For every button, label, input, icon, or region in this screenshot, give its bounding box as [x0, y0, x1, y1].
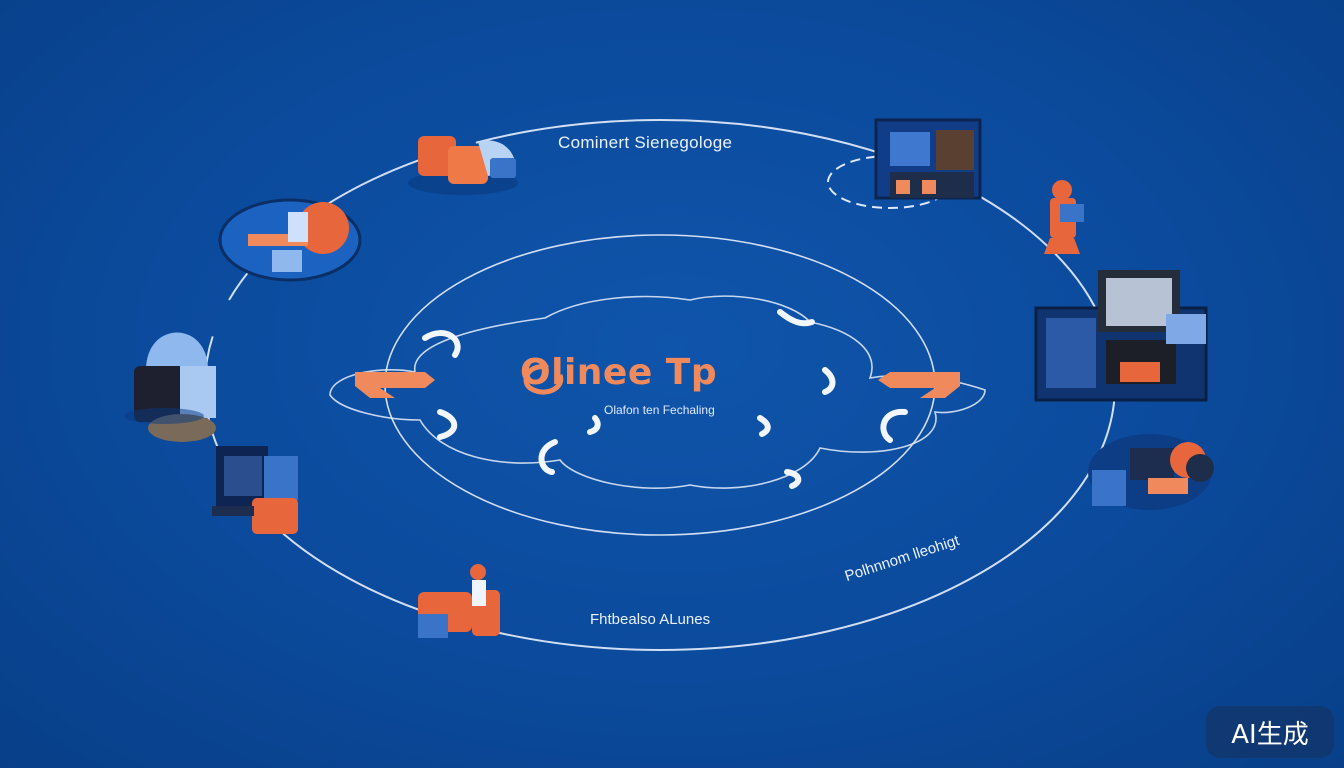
cloud-outline — [329, 295, 986, 489]
armchair-illustration — [418, 564, 500, 638]
server-room-illustration — [1034, 270, 1208, 402]
hooded-seat-illustration — [124, 332, 216, 442]
desk-worker-illustration — [212, 446, 298, 534]
chair-lounge-illustration — [408, 136, 518, 195]
center-title: Olineе Tp — [520, 352, 718, 393]
workshop-illustration — [1088, 434, 1214, 510]
right-arrow-icon — [878, 372, 960, 398]
top-orbit-label: Cominert Sienegologe — [558, 133, 733, 152]
bottom-orbit-label: Fhtbealso ALunes — [590, 611, 711, 628]
swirl-decorations — [422, 309, 908, 489]
center-subtitle: Olafon ten Fechaling — [604, 403, 715, 417]
meeting-room-illustration — [218, 198, 362, 282]
screen-room-illustration — [827, 118, 982, 209]
ai-generated-badge: AI生成 — [1206, 706, 1334, 758]
logo-swirl-icon — [523, 364, 564, 395]
standing-person-illustration — [1044, 180, 1084, 254]
left-arrow-icon — [355, 372, 435, 398]
